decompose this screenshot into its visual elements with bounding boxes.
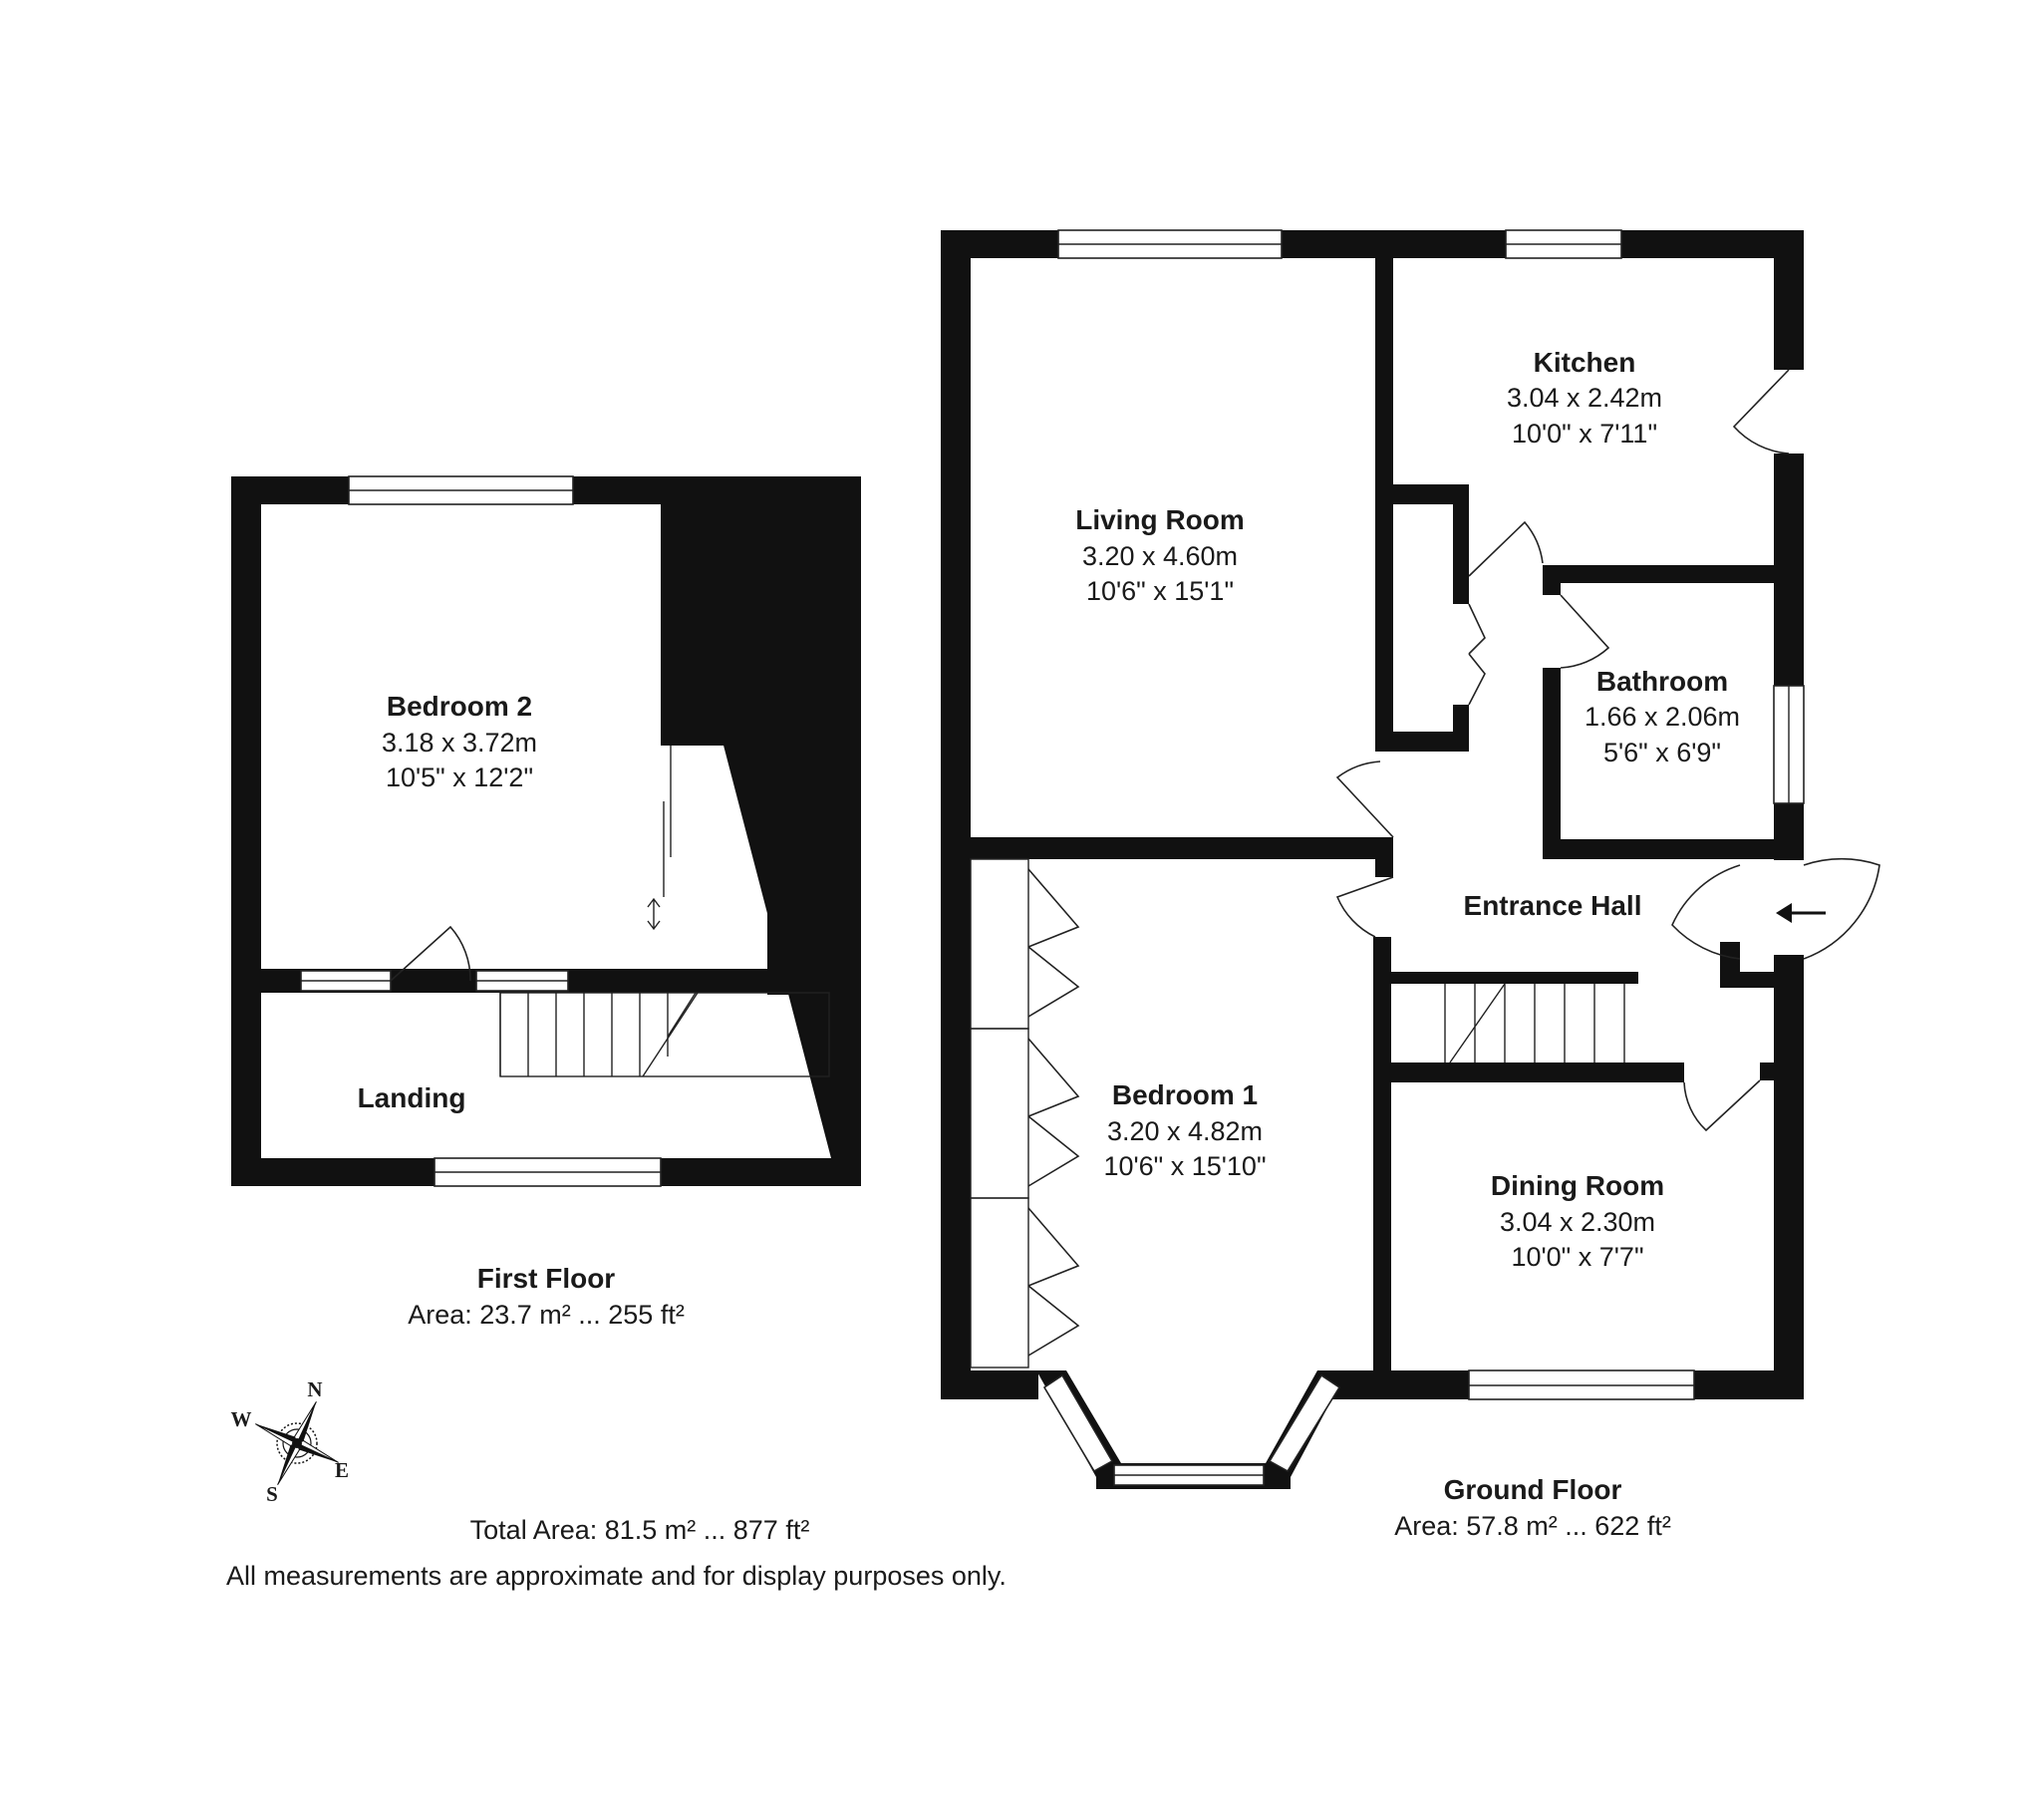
gf-wall-bottom-left [941, 1370, 1038, 1399]
kitchen-label: Kitchen [1534, 347, 1636, 378]
ground-floor-stairs [1444, 983, 1625, 1063]
bedroom-1-imperial: 10'6" x 15'10" [1103, 1151, 1266, 1181]
living-room-imperial: 10'6" x 15'1" [1086, 576, 1234, 606]
ground-floor-caption-title: Ground Floor [1444, 1474, 1622, 1505]
gf-wall-bathroom-left-lower [1543, 668, 1561, 857]
dining-room-imperial: 10'0" x 7'7" [1511, 1242, 1643, 1272]
bedroom-1-label: Bedroom 1 [1112, 1079, 1258, 1110]
gf-wall-living-bedroom [971, 837, 1393, 859]
bay-window [1036, 1370, 1347, 1489]
bedroom-2-imperial: 10'5" x 12'2" [386, 762, 533, 792]
compass-w-label: W [231, 1407, 252, 1431]
dining-room-door [1683, 1079, 1761, 1132]
bathroom-door [1560, 594, 1610, 669]
first-floor-landing-step-wall [767, 746, 831, 995]
bathroom-metric: 1.66 x 2.06m [1585, 702, 1740, 732]
bedroom-2-metric: 3.18 x 3.72m [382, 728, 537, 758]
bedroom-1-metric: 3.20 x 4.82m [1107, 1116, 1263, 1146]
entrance-hall-label: Entrance Hall [1464, 890, 1642, 921]
gf-wall-left [941, 230, 971, 1399]
living-room-metric: 3.20 x 4.60m [1082, 541, 1238, 571]
first-floor-stairs [499, 992, 830, 1077]
gf-wall-right-upper [1774, 230, 1804, 370]
ground-floor-caption-area: Area: 57.8 m² ... 622 ft² [1394, 1511, 1671, 1541]
bathroom-label: Bathroom [1596, 666, 1728, 697]
front-door [1671, 857, 1880, 960]
first-floor-caption-area: Area: 23.7 m² ... 255 ft² [408, 1300, 685, 1330]
kitchen-metric: 3.04 x 2.42m [1507, 383, 1662, 413]
bedroom-2-door [390, 925, 471, 982]
gf-porch-wall-bottom [1720, 972, 1804, 988]
first-floor-landing-right-wall [831, 991, 861, 1186]
gf-cupboard-right-upper [1453, 484, 1469, 604]
first-floor-plan: Bedroom 2 3.18 x 3.72m 10'5" x 12'2" Lan… [231, 475, 861, 1187]
gf-wall-kitchen-bathroom [1543, 565, 1774, 583]
compass-n-label: N [307, 1377, 322, 1401]
bedroom-1-wardrobes [970, 858, 1080, 1368]
gf-wall-stairs-bottom [1391, 1062, 1684, 1082]
kitchen-door [1468, 520, 1544, 577]
compass-rose-icon [255, 1401, 339, 1485]
compass-s-label: S [266, 1482, 278, 1506]
kitchen-external-door [1732, 369, 1790, 455]
landing-label: Landing [358, 1082, 466, 1113]
bedroom-2-label: Bedroom 2 [387, 691, 532, 722]
cupboard-door [1468, 603, 1486, 706]
disclaimer-text: All measurements are approximate and for… [226, 1561, 1007, 1591]
gf-wall-bathroom-bottom [1543, 839, 1774, 859]
living-room-label: Living Room [1075, 504, 1245, 535]
bedroom-1-door [1335, 876, 1394, 938]
gf-cupboard-top [1393, 484, 1467, 504]
kitchen-imperial: 10'0" x 7'11" [1512, 419, 1657, 449]
dining-room-label: Dining Room [1491, 1170, 1664, 1201]
ground-floor-plan: Living Room 3.20 x 4.60m 10'6" x 15'1" K… [941, 229, 1880, 1489]
bathroom-imperial: 5'6" x 6'9" [1603, 738, 1721, 767]
gf-wall-hall-bedroom [1375, 837, 1393, 877]
dining-room-metric: 3.04 x 2.30m [1500, 1207, 1655, 1237]
entrance-arrow-icon [1776, 903, 1826, 923]
gf-cupboard-bottom [1393, 732, 1469, 752]
gf-wall-right-lower [1774, 955, 1804, 1399]
gf-wall-living-kitchen [1375, 258, 1393, 752]
gf-wall-bathroom-left-upper [1543, 565, 1561, 595]
gf-wall-bedroom-right [1373, 937, 1391, 1370]
first-floor-caption-title: First Floor [477, 1263, 616, 1294]
gf-wall-stairs-top [1391, 972, 1638, 984]
total-area-text: Total Area: 81.5 m² ... 877 ft² [470, 1515, 810, 1545]
compass-e-label: E [335, 1458, 349, 1482]
living-room-door [1335, 760, 1394, 838]
gf-hall-wall-right-stub [1760, 1062, 1774, 1080]
